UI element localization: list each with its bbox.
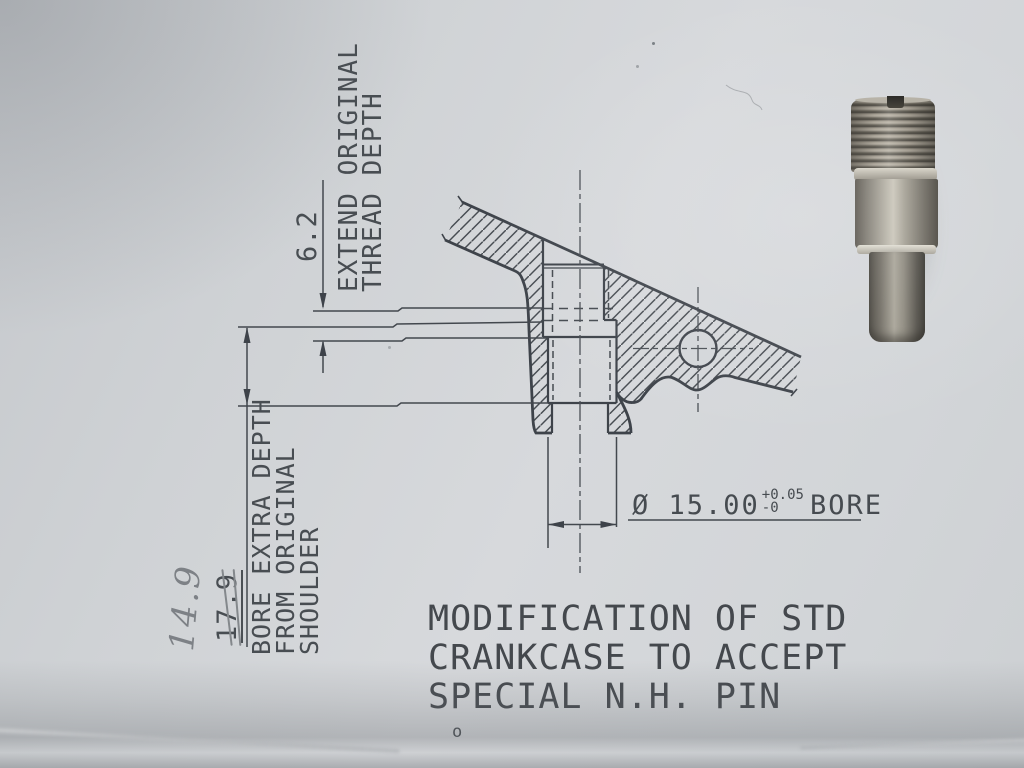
pin-screwdriver-slot [887,96,904,108]
bore-diameter-value: Ø 15.00 [632,489,760,521]
oil-hole-centerlines [633,287,753,412]
bore-label: BORE [809,489,883,521]
dim-depth-arrow-up [243,327,251,343]
paper-speck [636,65,639,68]
cast-wave-outline [615,374,794,404]
bore-arrow-right [600,521,617,528]
pin-lower-shank [869,252,925,342]
extend-thread-label-line2: THREAD DEPTH [358,92,388,292]
title-line-3: SPECIAL N.H. PIN [428,677,782,717]
thread-dashed-lines [551,270,611,400]
bore-tolerance: +0.05 -0 [761,487,804,516]
dim-6-2-arrow-up [319,340,327,356]
paper-speck [388,346,391,349]
extend-thread-label: EXTEND ORIGINAL THREAD DEPTH [334,42,388,292]
title-line-2: CRANKCASE TO ACCEPT [428,638,848,678]
pin-step-face [857,245,936,254]
bore-arrow-left [548,521,564,528]
dimension-underline [241,570,243,644]
bore-extra-depth-label: BORE EXTRA DEPTH FROM ORIGINAL SHOULDER [247,398,324,655]
bore-extension-lines [547,437,618,548]
printed-depth-value: 17.9 [212,568,243,647]
extension-lines [238,307,549,407]
pin-threaded-section [851,100,935,172]
dim-depth-arrow-down [243,389,251,405]
drawing-title: MODIFICATION OF STD CRANKCASE TO ACCEPT … [428,600,847,717]
dim-6-2-arrow-down [319,293,327,309]
thread-extension-value: 6.2 [292,210,323,262]
bore-extra-depth-label-line3: SHOULDER [295,526,324,655]
bore-tolerance-plus: +0.05 [761,487,804,503]
paper-speck [652,42,655,45]
hatch-flare-region [608,392,631,433]
bore-tolerance-minus: -0 [761,500,779,516]
left-outline [444,238,631,435]
pin-thread-runout [854,168,937,181]
pin-mid-cylinder [855,179,938,249]
paper-hair [725,84,763,111]
small-circle-mark: o [452,722,463,742]
title-line-1: MODIFICATION OF STD [428,599,848,639]
hatch-left-region [445,202,552,433]
bore-diameter-dimension: Ø 15.00 +0.05 -0 BORE [632,487,883,521]
machined-pin-photo [843,94,951,346]
handwritten-depth-value: 14.9 [162,561,210,653]
